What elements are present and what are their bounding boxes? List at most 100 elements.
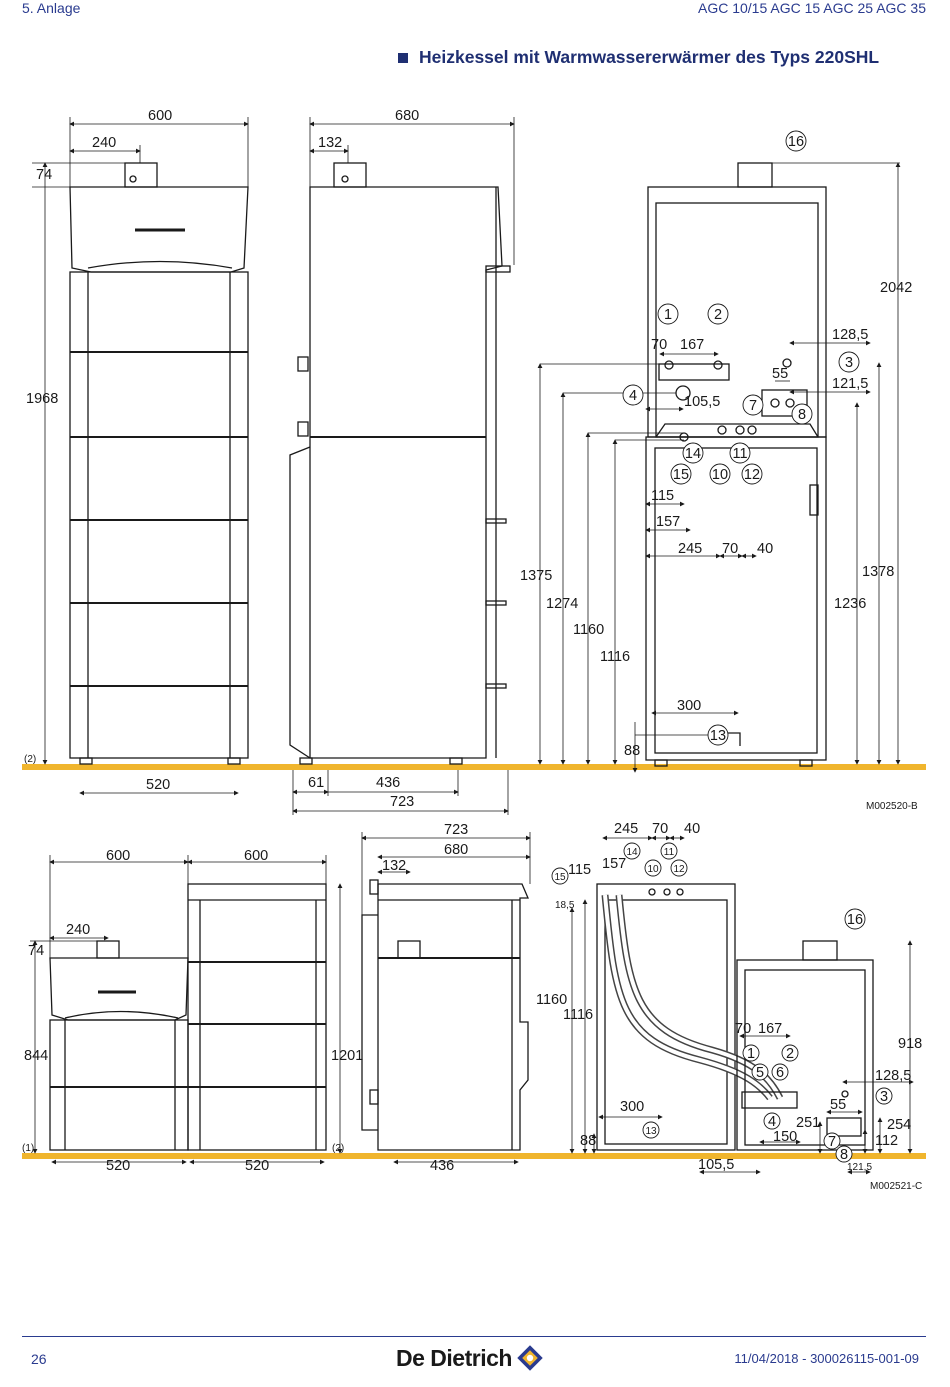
- callout-10: 10: [712, 467, 728, 483]
- dim-label: 1160: [536, 992, 567, 1008]
- callout-14: 14: [626, 847, 638, 858]
- dim-label: 1160: [573, 622, 604, 638]
- rear-view: [645, 162, 827, 767]
- page-title-text: Heizkessel mit Warmwassererwärmer des Ty…: [419, 47, 880, 67]
- dim-label: 1968: [26, 391, 58, 407]
- dim-label: 1274: [546, 596, 578, 612]
- dim-label: 723: [444, 822, 468, 838]
- callout-11: 11: [732, 446, 747, 462]
- dim-label: 167: [758, 1021, 782, 1037]
- dim-label: 1201: [331, 1048, 363, 1064]
- callout-13: 13: [710, 728, 726, 744]
- dim-label: 723: [390, 794, 414, 810]
- dim-label: 600: [106, 848, 130, 864]
- dim-label: 436: [430, 1158, 454, 1174]
- dim-label: 300: [677, 698, 701, 714]
- document-reference: 11/04/2018 - 300026115-001-09: [734, 1351, 919, 1366]
- dim-label: 600: [244, 848, 268, 864]
- page-title: Heizkessel mit Warmwassererwärmer des Ty…: [398, 47, 879, 68]
- dim-label: 157: [656, 514, 680, 530]
- dim-label: 245: [614, 821, 638, 837]
- dim-label: 680: [444, 842, 468, 858]
- dim-label: 121,5: [847, 1162, 872, 1173]
- callout-2: 2: [786, 1046, 794, 1062]
- footer-rule: [22, 1336, 926, 1337]
- drawing-1-labels: 600 240 74 1968 520 (2) 680 132 61 436 7…: [24, 108, 918, 812]
- dim-label: 105,5: [698, 1157, 734, 1173]
- callout-3: 3: [845, 355, 853, 371]
- dim-label: 520: [146, 777, 170, 793]
- dim-label: 132: [382, 858, 406, 874]
- drawing-ref: M002521-C: [870, 1181, 922, 1192]
- side-dims-2: [361, 832, 531, 1165]
- dim-label: 18,5: [555, 900, 575, 911]
- callout-7: 7: [749, 398, 757, 414]
- dim-label: 300: [620, 1099, 644, 1115]
- rear-dims-2: [569, 835, 914, 1175]
- dim-label: 520: [106, 1158, 130, 1174]
- callout-15: 15: [554, 872, 566, 883]
- dim-label: 55: [830, 1097, 846, 1113]
- dim-label: 1378: [862, 564, 894, 580]
- dim-label: 61: [308, 775, 324, 791]
- callout-13: 13: [645, 1126, 657, 1137]
- section-label: 5. Anlage: [22, 0, 81, 16]
- dim-label: 40: [684, 821, 700, 837]
- note-label: (2): [24, 754, 36, 765]
- callout-1: 1: [747, 1046, 755, 1062]
- dim-label: 150: [773, 1129, 797, 1145]
- dim-label: 844: [24, 1048, 48, 1064]
- callout-2: 2: [714, 307, 722, 323]
- dim-label: 1375: [520, 568, 552, 584]
- technical-drawings: 600 240 74 1968 520 (2) 680 132 61 436 7…: [22, 108, 926, 1192]
- drawing-2-labels: 600 600 240 74 844 1201 520 520 (1) (2) …: [22, 821, 922, 1192]
- dim-label: 74: [36, 167, 52, 183]
- callout-11: 11: [664, 847, 675, 858]
- model-list: AGC 10/15 AGC 15 AGC 25 AGC 35: [697, 0, 926, 16]
- bullet-square-icon: [398, 52, 408, 63]
- drawing-ref: M002520-B: [866, 801, 918, 812]
- dim-label: 40: [757, 541, 773, 557]
- dim-label: 105,5: [684, 394, 720, 410]
- dim-label: 115: [651, 488, 674, 504]
- callout-1: 1: [664, 307, 672, 323]
- dim-label: 128,5: [832, 327, 868, 343]
- side-view-2: [361, 879, 529, 1151]
- dim-label: 167: [680, 337, 704, 353]
- callout-15: 15: [673, 467, 689, 483]
- callout-10: 10: [647, 864, 659, 875]
- floor-line-2: [22, 1153, 926, 1159]
- callout-3: 3: [880, 1089, 888, 1105]
- dim-label: 128,5: [875, 1068, 911, 1084]
- dim-label: 88: [624, 743, 640, 759]
- dim-label: 88: [580, 1133, 596, 1149]
- dim-label: 520: [245, 1158, 269, 1174]
- callout-12: 12: [744, 467, 760, 483]
- brand-name: De Dietrich: [396, 1344, 512, 1371]
- dim-label: 70: [651, 337, 667, 353]
- callout-6: 6: [776, 1065, 784, 1081]
- brand-logo: De Dietrich: [396, 1343, 545, 1373]
- rear-dims: [537, 162, 901, 773]
- front-view-2: [49, 883, 327, 1151]
- drawing-1-callouts: 16 1 2 3 4 7 8 14 11 15 10 12 13: [622, 130, 860, 746]
- dim-label: 157: [602, 856, 626, 872]
- side-dims: [292, 117, 515, 815]
- dim-label: 918: [898, 1036, 922, 1052]
- dim-label: 680: [395, 108, 419, 124]
- rear-view-2: [596, 883, 874, 1151]
- dim-label: 240: [92, 135, 116, 151]
- dim-label: 1116: [563, 1007, 593, 1023]
- dim-label: 2042: [880, 280, 912, 296]
- callout-4: 4: [768, 1114, 776, 1130]
- dim-label: 74: [28, 943, 44, 959]
- note-label: (1): [22, 1143, 34, 1154]
- callout-8: 8: [798, 407, 806, 423]
- note-label: (2): [332, 1143, 344, 1154]
- callout-12: 12: [673, 864, 685, 875]
- dim-label: 251: [796, 1115, 820, 1131]
- dim-label: 115: [568, 862, 591, 878]
- callout-7: 7: [828, 1134, 836, 1150]
- dim-label: 121,5: [832, 376, 868, 392]
- brand-diamond-icon: [517, 1345, 543, 1371]
